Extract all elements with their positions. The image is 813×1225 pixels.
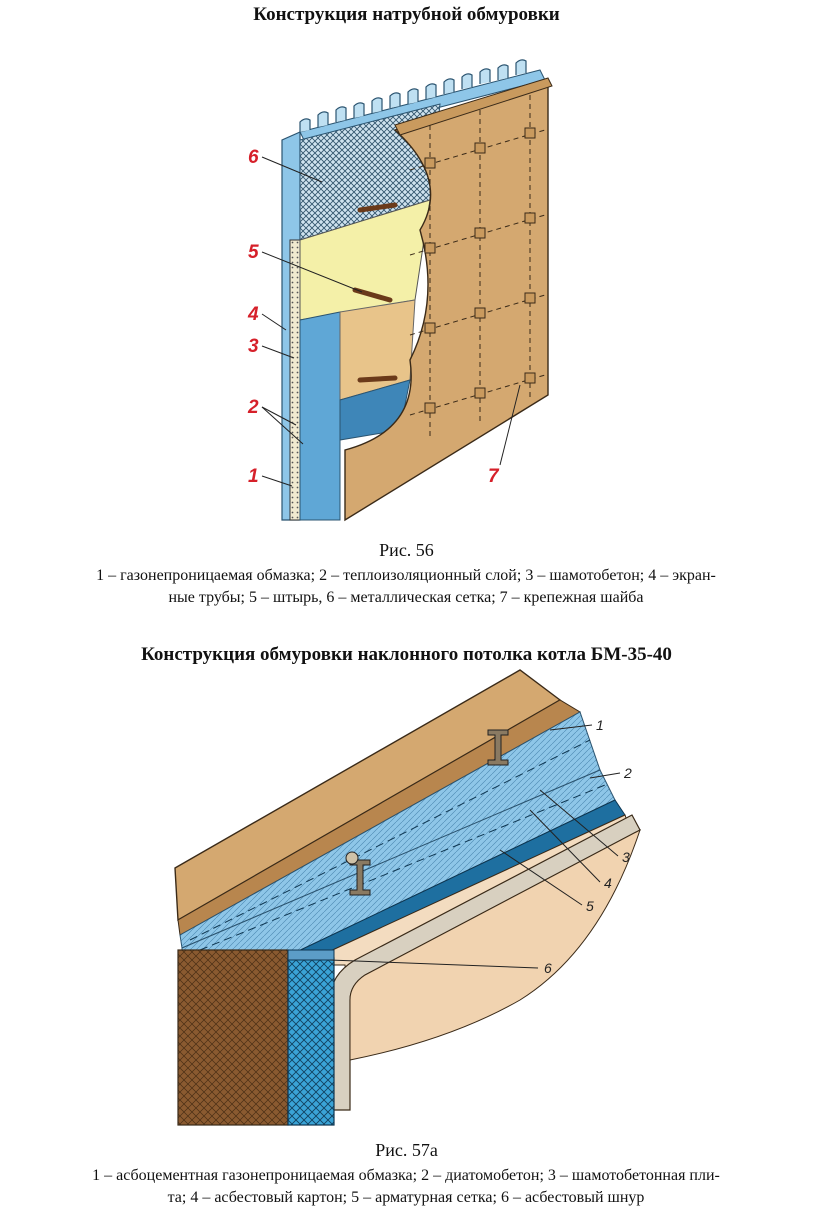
fig56-label-3: 3 xyxy=(248,336,259,357)
fig56-label-2: 2 xyxy=(247,397,259,418)
fig57-label-3: 3 xyxy=(622,849,630,865)
perforated-strip xyxy=(299,311,341,521)
fig56-label-4: 4 xyxy=(247,304,259,325)
fig57-diagram: 1 2 3 4 5 6 xyxy=(174,669,641,1126)
fig56-label-5: 5 xyxy=(248,242,259,263)
fig57-caption-line2: та; 4 – асбестовый картон; 5 – арматурна… xyxy=(167,1189,645,1206)
fig56-label-7: 7 xyxy=(488,466,500,487)
chamotte-layer xyxy=(289,239,301,521)
i-beams xyxy=(345,729,509,896)
fig57-title: Конструкция обмуровки наклонного потолка… xyxy=(141,644,672,665)
fig57-label-6: 6 xyxy=(544,960,552,976)
fig57-label-4: 4 xyxy=(604,875,612,891)
fig56-title: Конструкция натрубной обмуровки xyxy=(253,4,560,25)
fig57-label-5: 5 xyxy=(586,898,594,914)
fig56-label-6: 6 xyxy=(248,147,259,168)
fig56-label-1: 1 xyxy=(248,466,259,487)
fig57-label-1: 1 xyxy=(596,717,604,733)
fig56-figure-label: Рис. 56 xyxy=(379,540,434,560)
insulation-column xyxy=(287,957,335,1126)
fig57-label-2: 2 xyxy=(623,765,632,781)
fig56-diagram: 6 5 4 3 2 1 7 xyxy=(247,59,553,522)
fig57-caption-line1: 1 – асбоцементная газонепроницаемая обма… xyxy=(92,1167,720,1184)
fig57-figure-label: Рис. 57а xyxy=(375,1140,438,1160)
fig56-caption-line1: 1 – газонепроницаемая обмазка; 2 – тепло… xyxy=(96,567,716,584)
fig56-caption-line2: ные трубы; 5 – штырь, 6 – металлическая … xyxy=(168,589,644,606)
brick-wall xyxy=(177,949,289,1126)
gas-tight-coating xyxy=(344,79,549,522)
